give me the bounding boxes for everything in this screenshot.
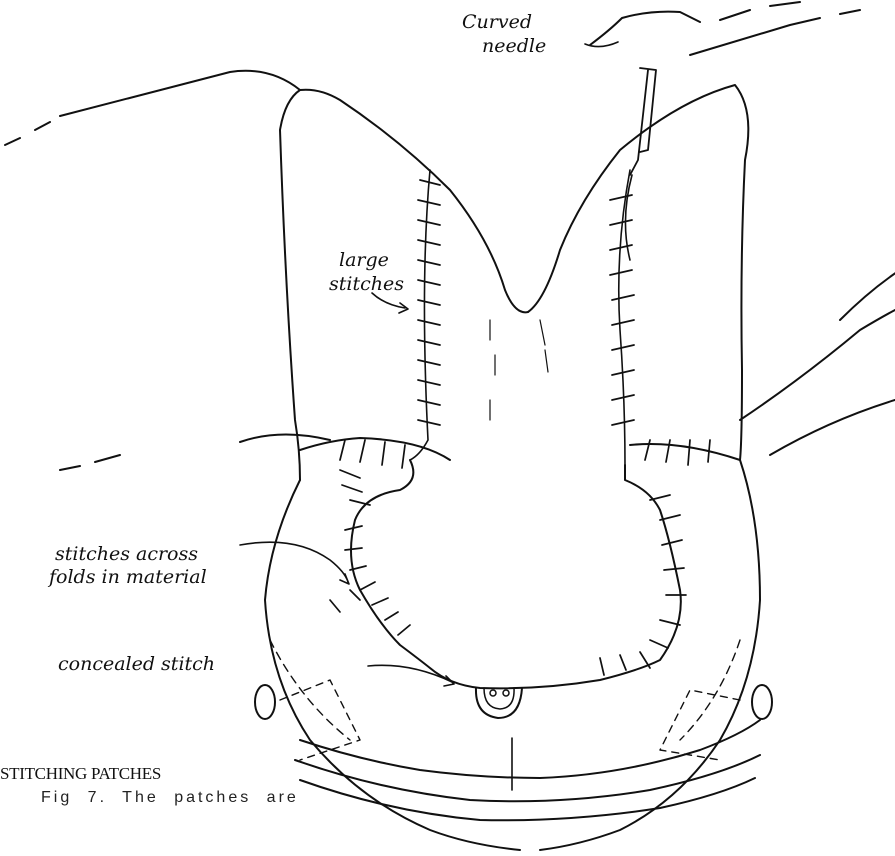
annotation-concealed-stitch: concealed stitch	[58, 653, 215, 675]
svg-text:large: large	[339, 249, 389, 271]
fold-hatching	[490, 320, 548, 420]
left-d-ring	[255, 685, 275, 719]
seat-body	[265, 460, 760, 850]
annotation-stitches-across-folds: stitches across folds in material	[47, 543, 207, 588]
section-heading: STITCHING PATCHES	[0, 764, 161, 784]
svg-text:concealed stitch: concealed stitch	[58, 653, 215, 675]
pommel-slot	[476, 688, 522, 718]
leader-lines	[240, 42, 618, 686]
right-flap	[528, 85, 748, 465]
center-patch	[300, 438, 740, 688]
svg-text:folds in material: folds in material	[47, 566, 207, 588]
curved-needle	[625, 68, 656, 260]
annotation-large-stitches: large stitches	[329, 249, 404, 295]
svg-text:needle: needle	[482, 35, 546, 57]
right-d-ring	[752, 685, 772, 719]
figure-caption: Fig 7. The patches are	[41, 789, 299, 807]
svg-text:stitches: stitches	[329, 273, 404, 295]
background-outline-lines	[5, 2, 895, 470]
svg-text:stitches across: stitches across	[55, 543, 198, 565]
svg-text:Curved: Curved	[462, 11, 532, 33]
left-flap	[280, 90, 528, 480]
annotation-curved-needle: Curved needle	[462, 11, 546, 57]
